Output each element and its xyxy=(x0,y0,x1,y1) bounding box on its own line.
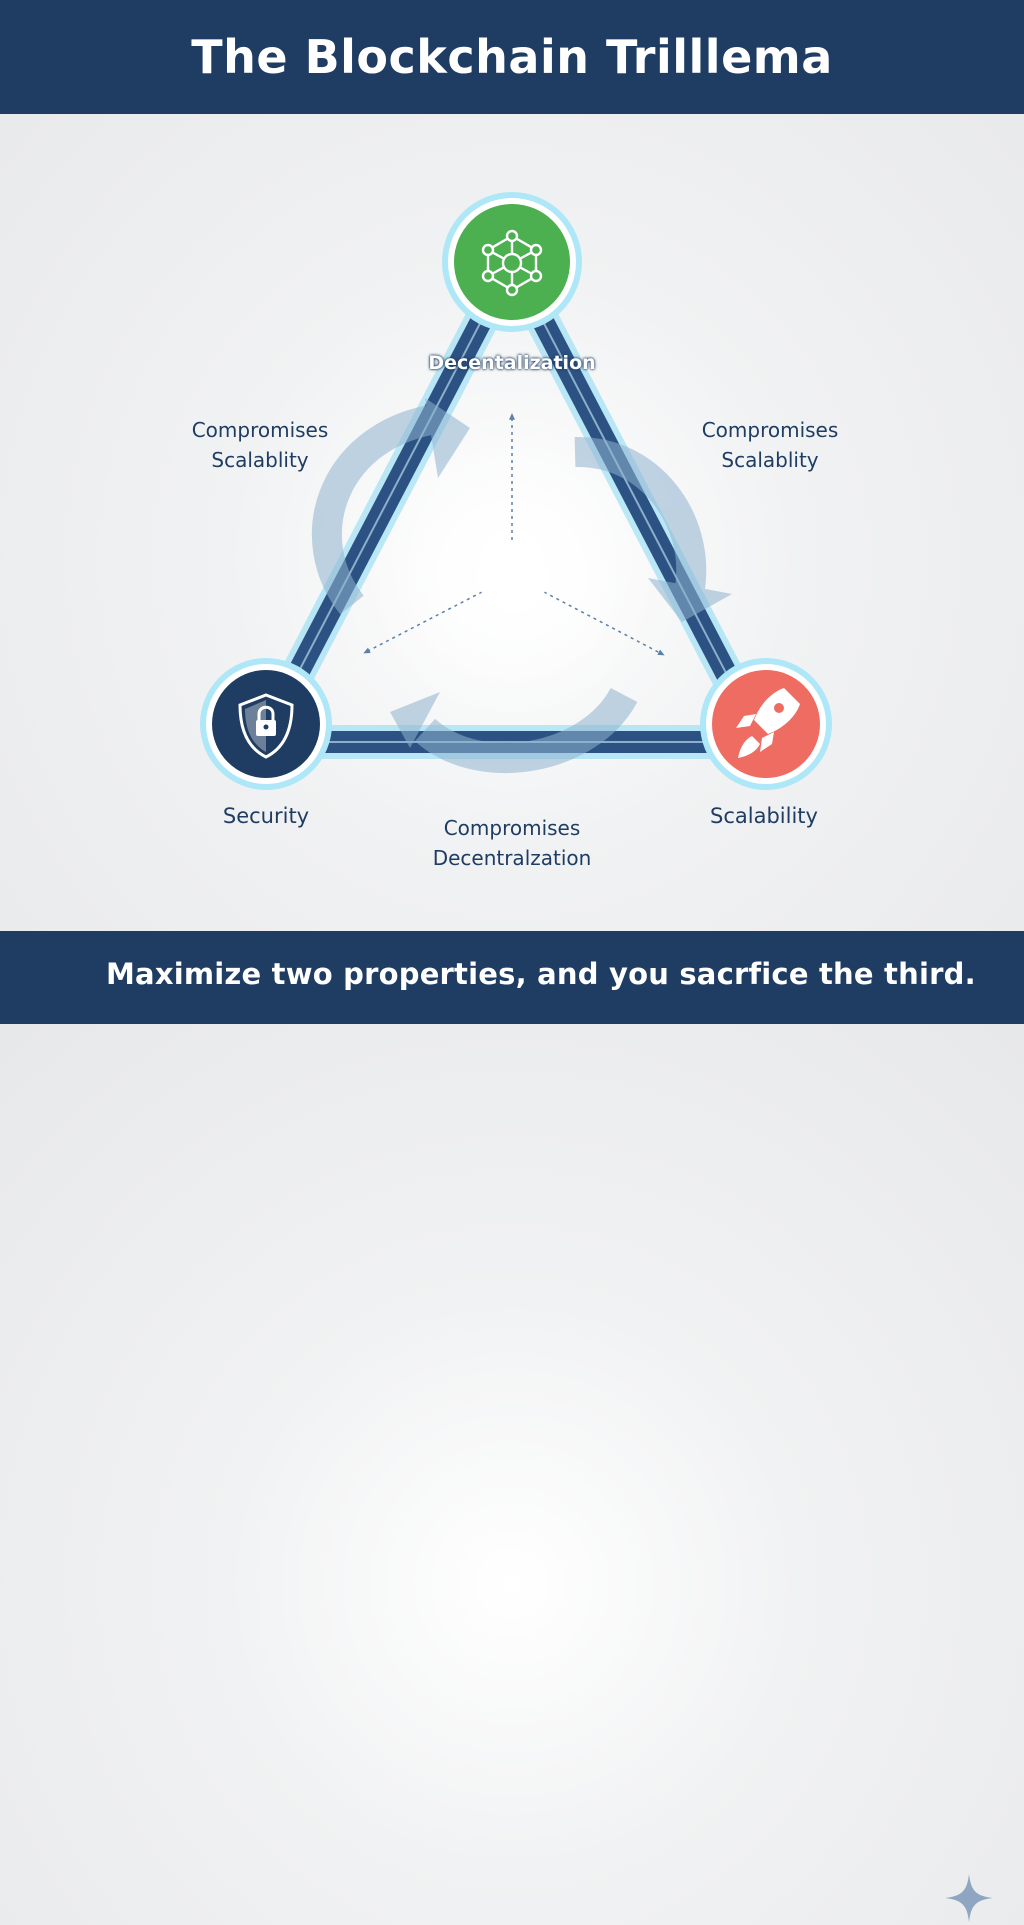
cycle-arrow-left xyxy=(311,405,434,615)
vertex-security xyxy=(200,658,332,790)
vertex-decentralization xyxy=(442,192,582,332)
edge-label-right: Compromises Scalablity xyxy=(670,415,870,475)
header-bar: The Blockchain Trilllema xyxy=(0,0,1024,114)
center-pointers xyxy=(363,413,665,656)
cycle-arrow-bottom xyxy=(414,687,638,773)
edge-label-bottom: Compromises Decentralzation xyxy=(396,813,628,873)
pointer-left xyxy=(363,591,483,654)
edge-label-left-line2: Scalablity xyxy=(211,448,309,472)
vertex-label-decentralization: Decentalization xyxy=(428,352,596,374)
center-node xyxy=(478,542,548,612)
cycle-arrow-bottom-head xyxy=(390,692,440,748)
network-hexagon-icon xyxy=(481,229,543,297)
footer-bar: Maximize two properties, and you sacrfic… xyxy=(0,931,1024,1922)
shield-lock-icon xyxy=(238,693,294,759)
cycle-arrows xyxy=(311,398,732,773)
page-title: The Blockchain Trilllema xyxy=(191,30,833,84)
footer-caption: Maximize two properties, and you sacrfic… xyxy=(106,957,976,991)
cycle-arrow-right-head xyxy=(648,578,732,622)
edge-label-left-line1: Compromises xyxy=(191,418,329,442)
vertex-label-scalability: Scalability xyxy=(710,804,818,828)
edge-label-bottom-line2: Decentralzation xyxy=(432,846,592,870)
vertex-scalability xyxy=(700,658,832,790)
cycle-arrow-left-head xyxy=(425,398,470,478)
triangle-frame xyxy=(245,245,779,759)
edge-label-right-line1: Compromises xyxy=(701,418,839,442)
sparkle-icon xyxy=(945,1874,993,1922)
vertex-label-security: Security xyxy=(222,804,310,828)
pointer-right xyxy=(543,591,665,656)
cycle-arrow-right xyxy=(574,436,707,591)
edge-label-right-line2: Scalablity xyxy=(721,448,819,472)
rocket-icon xyxy=(736,688,800,758)
trilemma-diagram xyxy=(200,192,832,790)
edge-label-bottom-line1: Compromises xyxy=(443,816,581,840)
edge-label-left: Compromises Scalablity xyxy=(160,415,360,475)
